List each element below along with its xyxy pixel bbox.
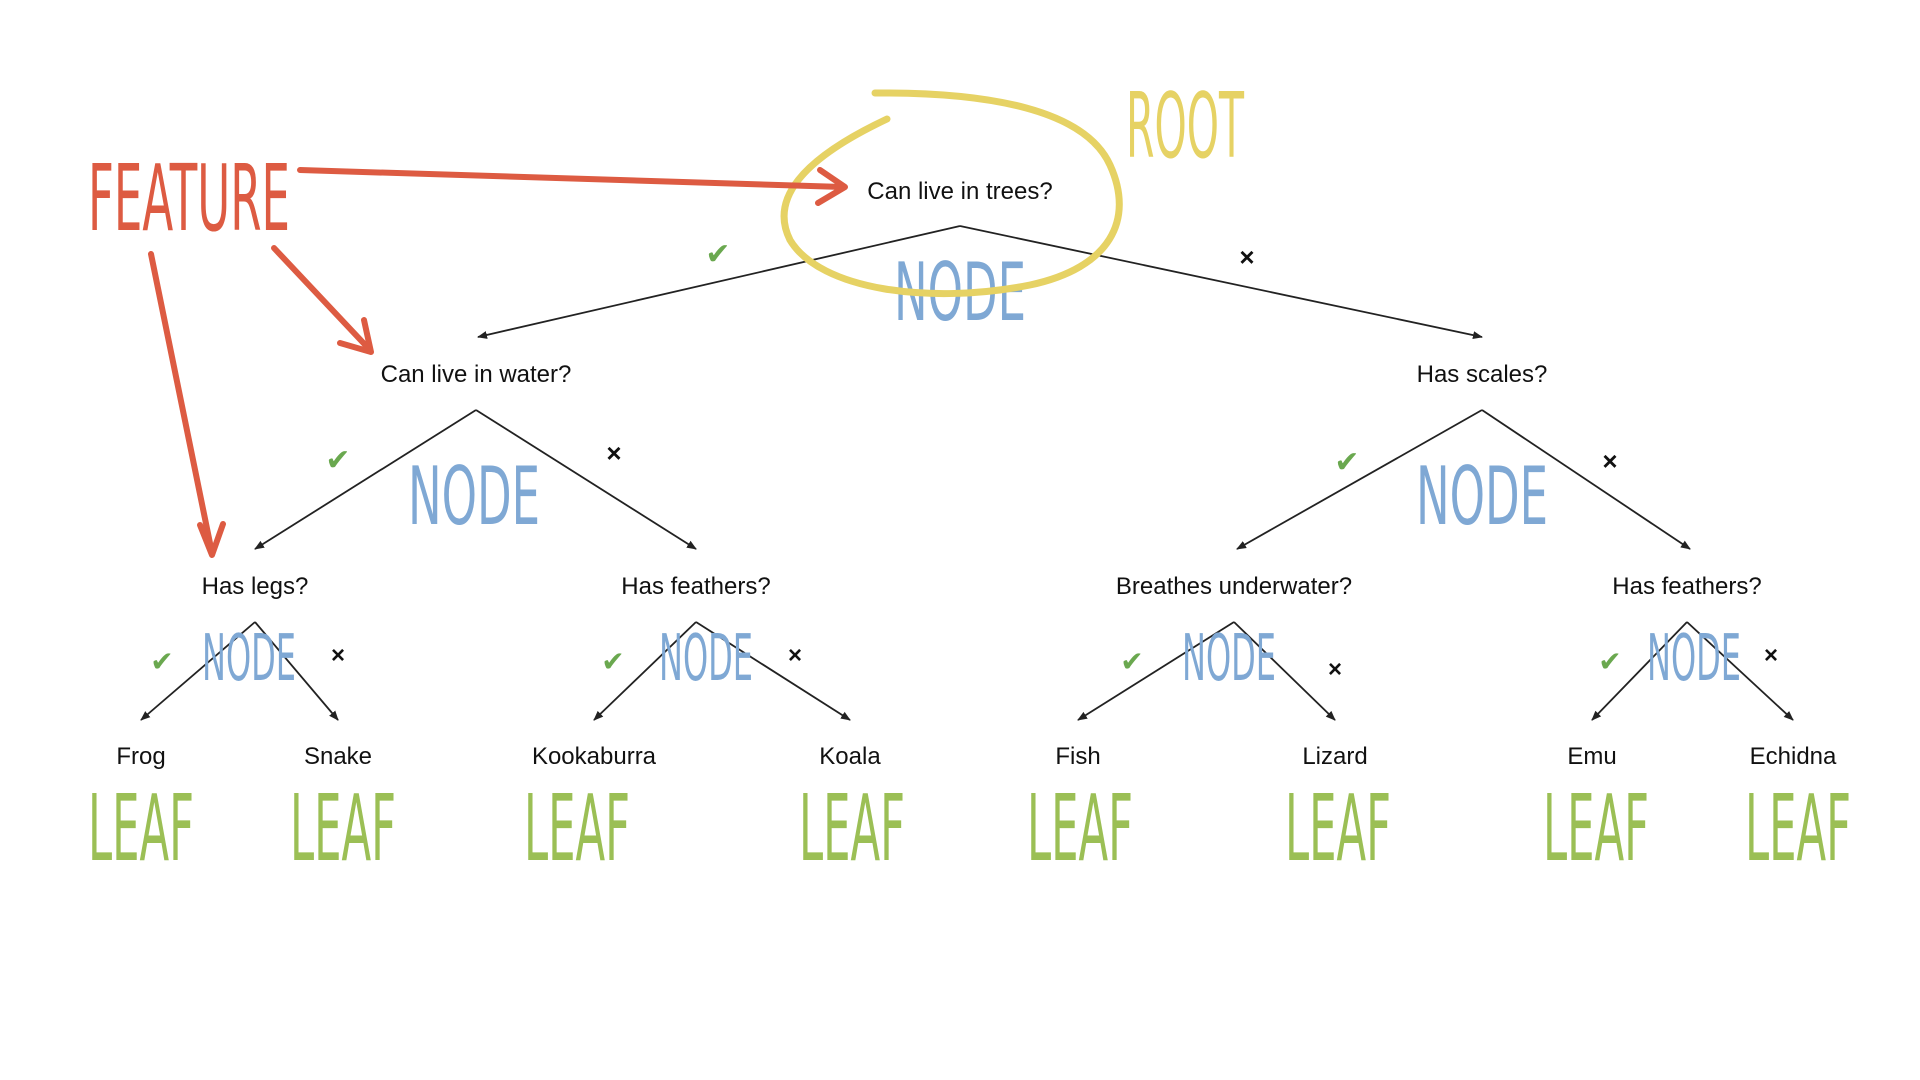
- no-x-icon: ×: [1764, 642, 1778, 669]
- node-annotations: NODE NODE NODE NODE NODE NODE NODE: [202, 246, 1741, 696]
- edge-rl-yes: [1077, 621, 1235, 721]
- edge-r-no: [1481, 409, 1691, 550]
- edge-r-yes: [1236, 409, 1483, 550]
- leaf-annotations: LEAF LEAF LEAF LEAF LEAF LEAF LEAF LEAF: [88, 775, 1851, 882]
- feature-arrow-to-level1: [271, 245, 374, 355]
- leaf-kookaburra: Kookaburra: [532, 743, 657, 770]
- leaf-lizard: Lizard: [1302, 743, 1367, 770]
- leaf-snake: Snake: [304, 743, 372, 770]
- leaf-labels: Frog Snake Kookaburra Koala Fish Lizard …: [116, 743, 1837, 770]
- yes-check-icon: ✔: [1598, 646, 1621, 677]
- leaf-annotation: LEAF: [524, 775, 630, 882]
- no-x-icon: ×: [606, 438, 621, 468]
- yes-check-icon: ✔: [1334, 446, 1359, 479]
- edge-ll-no: [254, 621, 339, 721]
- no-x-icon: ×: [788, 642, 802, 669]
- edge-lr-no: [695, 621, 851, 721]
- edge-l-yes: [254, 409, 477, 550]
- leaf-annotation: LEAF: [88, 775, 194, 882]
- leaf-annotation: LEAF: [290, 775, 396, 882]
- question-root: Can live in trees?: [867, 178, 1052, 205]
- root-annotation: ROOT: [1126, 74, 1244, 179]
- question-lr: Has feathers?: [621, 573, 770, 600]
- root-highlight-circle: [780, 89, 1123, 298]
- question-ll: Has legs?: [202, 573, 309, 600]
- leaf-annotation: LEAF: [1027, 775, 1133, 882]
- question-rl: Breathes underwater?: [1116, 573, 1352, 600]
- node-annotation-lr: NODE: [659, 622, 753, 696]
- leaf-annotation: LEAF: [1543, 775, 1649, 882]
- question-rr: Has feathers?: [1612, 573, 1761, 600]
- edge-rr-yes: [1591, 621, 1688, 721]
- tree-edges: [140, 225, 1794, 721]
- leaf-fish: Fish: [1055, 743, 1100, 770]
- leaf-annotation: LEAF: [1745, 775, 1851, 882]
- leaf-koala: Koala: [819, 743, 881, 770]
- yes-check-icon: ✔: [325, 444, 350, 477]
- node-annotation-rl: NODE: [1182, 622, 1276, 696]
- edge-root-yes: [477, 225, 961, 339]
- no-x-icon: ×: [1239, 242, 1254, 272]
- no-x-icon: ×: [331, 642, 345, 669]
- yes-check-icon: ✔: [150, 646, 173, 677]
- edge-root-no: [959, 225, 1483, 340]
- feature-arrows: [148, 167, 848, 558]
- edge-ll-yes: [140, 621, 256, 721]
- leaf-echidna: Echidna: [1750, 743, 1837, 770]
- branch-symbols: ✔ × ✔ × ✔ × ✔ × ✔ × ✔ × ✔ ×: [150, 238, 1778, 683]
- edge-l-no: [475, 409, 697, 550]
- feature-arrow-to-root: [297, 167, 848, 206]
- leaf-annotation: LEAF: [1285, 775, 1391, 882]
- leaf-emu: Emu: [1567, 743, 1616, 770]
- question-r: Has scales?: [1417, 361, 1548, 388]
- node-annotation-ll: NODE: [202, 622, 296, 696]
- leaf-annotation: LEAF: [799, 775, 905, 882]
- no-x-icon: ×: [1328, 656, 1342, 683]
- node-annotation-l: NODE: [408, 450, 540, 543]
- question-l: Can live in water?: [381, 361, 572, 388]
- leaf-frog: Frog: [116, 743, 165, 770]
- edge-lr-yes: [593, 621, 697, 721]
- node-annotation-rr: NODE: [1647, 622, 1741, 696]
- yes-check-icon: ✔: [705, 238, 730, 271]
- edge-rl-no: [1233, 621, 1336, 721]
- no-x-icon: ×: [1602, 446, 1617, 476]
- yes-check-icon: ✔: [601, 646, 624, 677]
- yes-check-icon: ✔: [1120, 646, 1143, 677]
- feature-arrow-to-level2: [148, 251, 226, 558]
- edge-rr-no: [1686, 621, 1794, 721]
- question-labels: Can live in trees? Can live in water? Ha…: [202, 178, 1762, 600]
- node-annotation-r: NODE: [1416, 450, 1548, 543]
- feature-annotation: FEATURE: [88, 145, 290, 252]
